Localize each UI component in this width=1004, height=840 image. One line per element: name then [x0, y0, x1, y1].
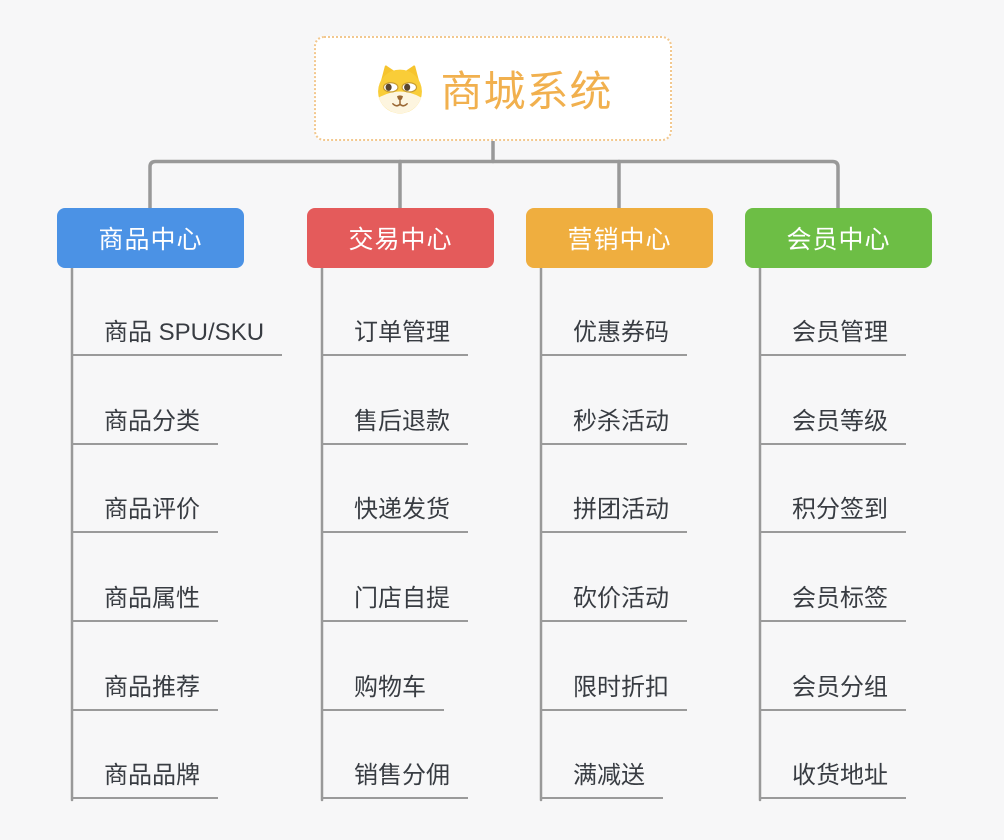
- leaf-node[interactable]: 门店自提: [322, 578, 468, 622]
- leaf-node[interactable]: 快递发货: [322, 489, 468, 533]
- leaf-node[interactable]: 商品评价: [72, 489, 218, 533]
- leaf-node[interactable]: 商品品牌: [72, 755, 218, 799]
- leaf-node[interactable]: 订单管理: [322, 312, 468, 356]
- root-title: 商城系统: [440, 68, 613, 115]
- leaf-node[interactable]: 拼团活动: [541, 489, 687, 533]
- leaf-node[interactable]: 砍价活动: [541, 578, 687, 622]
- leaf-node[interactable]: 商品分类: [72, 401, 218, 445]
- leaf-node[interactable]: 商品推荐: [72, 667, 218, 711]
- root-node[interactable]: 商城系统: [314, 36, 672, 141]
- leaf-node[interactable]: 会员管理: [760, 312, 906, 356]
- branch-node-product-center[interactable]: 商品中心: [57, 208, 244, 268]
- leaf-node[interactable]: 收货地址: [760, 755, 906, 799]
- leaf-node[interactable]: 商品属性: [72, 578, 218, 622]
- branch-node-member-center[interactable]: 会员中心: [745, 208, 932, 268]
- leaf-node[interactable]: 积分签到: [760, 489, 906, 533]
- dog-face-icon: [378, 64, 423, 113]
- leaf-node[interactable]: 优惠券码: [541, 312, 687, 356]
- leaf-node[interactable]: 销售分佣: [322, 755, 468, 799]
- leaf-node[interactable]: 售后退款: [322, 401, 468, 445]
- leaf-node[interactable]: 会员标签: [760, 578, 906, 622]
- leaf-node[interactable]: 会员等级: [760, 401, 906, 445]
- leaf-node[interactable]: 限时折扣: [541, 667, 687, 711]
- leaf-node[interactable]: 购物车: [322, 667, 444, 711]
- branch-node-marketing-center[interactable]: 营销中心: [526, 208, 713, 268]
- branch-node-trade-center[interactable]: 交易中心: [307, 208, 494, 268]
- leaf-node[interactable]: 商品 SPU/SKU: [72, 312, 283, 356]
- leaf-node[interactable]: 满减送: [541, 755, 663, 799]
- leaf-node[interactable]: 会员分组: [760, 667, 906, 711]
- leaf-node[interactable]: 秒杀活动: [541, 401, 687, 445]
